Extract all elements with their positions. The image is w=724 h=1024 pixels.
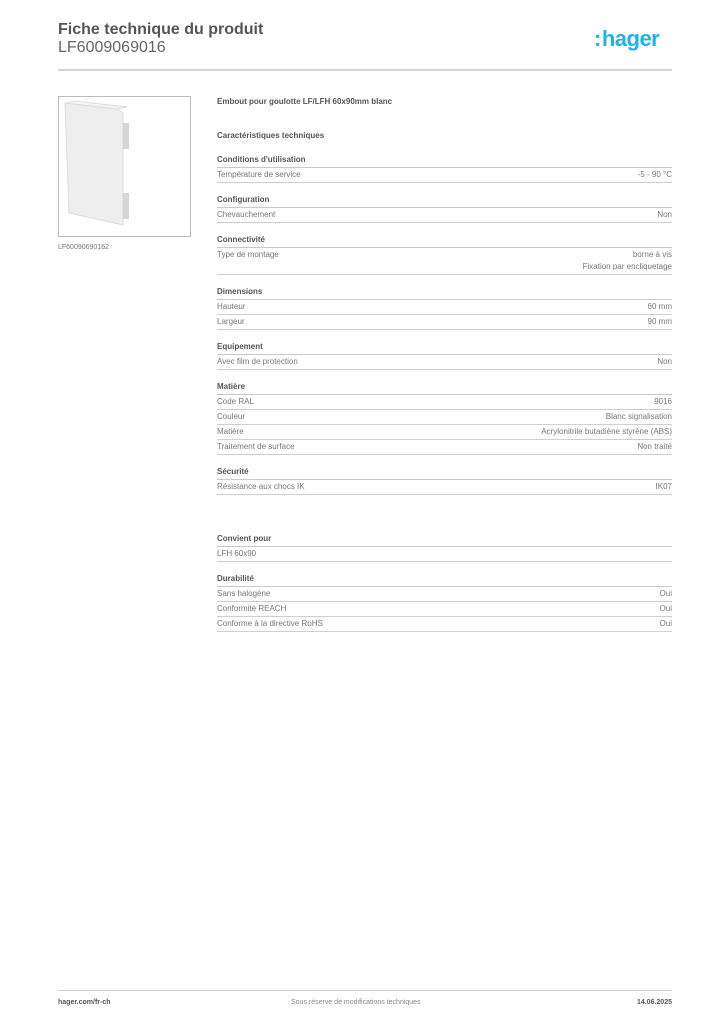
spec-label: Largeur xyxy=(217,317,245,326)
spec-row: Largeur 90 mm xyxy=(217,315,672,330)
spec-value: -5 - 90 °C xyxy=(637,170,672,179)
logo-dots: : xyxy=(594,26,601,51)
section-spacer xyxy=(217,506,672,533)
spec-value: Blanc signalisation xyxy=(605,412,672,421)
group-title: Dimensions xyxy=(217,286,672,300)
hager-logo: :hager xyxy=(594,26,660,52)
group-title: Durabilité xyxy=(217,573,672,587)
spec-row: Conformité REACH Oui xyxy=(217,602,672,617)
spec-row: Matière Acrylonitrile butadiène styrène (… xyxy=(217,425,672,440)
image-caption: LF60090690162 xyxy=(58,244,109,251)
spec-label: Couleur xyxy=(217,412,246,421)
end-cap-illustration-icon xyxy=(64,100,129,226)
spec-value: IK07 xyxy=(655,482,672,491)
spec-value: 90 mm xyxy=(647,317,672,326)
product-image xyxy=(58,96,191,237)
spec-row: Hauteur 60 mm xyxy=(217,300,672,315)
spec-label: Température de service xyxy=(217,170,301,179)
spec-label: Hauteur xyxy=(217,302,246,311)
group-title: Convient pour xyxy=(217,533,672,547)
spec-row: Code RAL 9016 xyxy=(217,395,672,410)
spec-value: Acrylonitrile butadiène styrène (ABS) xyxy=(541,427,672,436)
spec-row: Résistance aux chocs IK IK07 xyxy=(217,480,672,495)
page-title: Fiche technique du produit xyxy=(58,21,264,38)
spec-row: Température de service -5 - 90 °C xyxy=(217,168,672,183)
spec-label: Sans halogène xyxy=(217,589,271,598)
group-configuration: Configuration Chevauchement Non xyxy=(217,194,672,223)
spec-value: Oui xyxy=(659,619,672,628)
spec-value: 60 mm xyxy=(647,302,672,311)
group-title: Conditions d'utilisation xyxy=(217,154,672,168)
group-suitable-for: Convient pour LFH 60x90 xyxy=(217,533,672,562)
spec-row: Traitement de surface Non traité xyxy=(217,440,672,455)
spec-value: Non xyxy=(657,210,672,219)
product-name: Embout pour goulotte LF/LFH 60x90mm blan… xyxy=(217,97,393,106)
spec-row: Avec film de protection Non xyxy=(217,355,672,370)
spec-label: Code RAL xyxy=(217,397,254,406)
spec-label: LFH 60x90 xyxy=(217,549,257,558)
header-divider xyxy=(58,69,672,71)
group-title: Sécurité xyxy=(217,466,672,480)
spec-row: Conforme à la directive RoHS Oui xyxy=(217,617,672,632)
spec-value: Non xyxy=(657,357,672,366)
group-equipment: Equipement Avec film de protection Non xyxy=(217,341,672,370)
spec-label: Conformité REACH xyxy=(217,604,287,613)
group-title: Equipement xyxy=(217,341,672,355)
group-title: Connectivité xyxy=(217,234,672,248)
spec-content: Embout pour goulotte LF/LFH 60x90mm blan… xyxy=(217,96,672,643)
group-title: Configuration xyxy=(217,194,672,208)
spec-label: Avec film de protection xyxy=(217,357,298,366)
spec-value: Oui xyxy=(659,589,672,598)
group-title: Matière xyxy=(217,381,672,395)
spec-row: LFH 60x90 xyxy=(217,547,672,562)
spec-label: Résistance aux chocs IK xyxy=(217,482,305,491)
product-reference: LF6009069016 xyxy=(58,39,166,56)
spec-value: Non traité xyxy=(637,442,672,451)
spec-label: Conforme à la directive RoHS xyxy=(217,619,323,628)
spec-value-line: Fixation par encliquetage xyxy=(582,262,672,271)
logo-text: hager xyxy=(601,26,660,51)
spec-value: Oui xyxy=(659,604,672,613)
group-material: Matière Code RAL 9016 Couleur Blanc signal… xyxy=(217,381,672,455)
spec-label: Chevauchement xyxy=(217,210,276,219)
group-conditions: Conditions d'utilisation Température de … xyxy=(217,154,672,183)
group-dimensions: Dimensions Hauteur 60 mm Largeur 90 mm xyxy=(217,286,672,330)
footer-divider xyxy=(58,990,672,991)
group-security: Sécurité Résistance aux chocs IK IK07 xyxy=(217,466,672,495)
spec-label: Type de montage xyxy=(217,250,279,259)
spec-value: 9016 xyxy=(654,397,672,406)
spec-label: Matière xyxy=(217,427,244,436)
spec-label: Traitement de surface xyxy=(217,442,295,451)
spec-value-line: borne à vis xyxy=(632,250,672,259)
spec-row: Chevauchement Non xyxy=(217,208,672,223)
footer-disclaimer: Sous réserve de modifications techniques xyxy=(291,999,421,1006)
footer-website-link[interactable]: hager.com/fr-ch xyxy=(58,999,111,1006)
spec-row: Couleur Blanc signalisation xyxy=(217,410,672,425)
tech-characteristics-title: Caractéristiques techniques xyxy=(217,131,325,140)
spec-row: Sans halogène Oui xyxy=(217,587,672,602)
footer-date: 14.06.2025 xyxy=(636,999,672,1006)
